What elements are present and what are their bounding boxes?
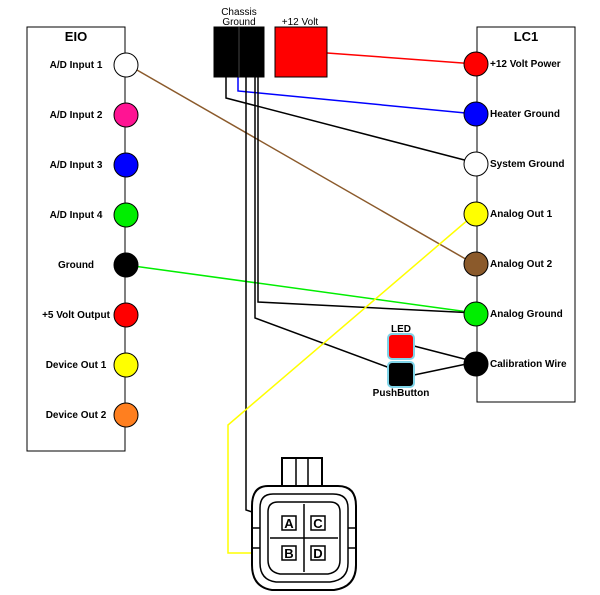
eio-pin-label-ground: Ground	[58, 260, 94, 271]
connector-pin-d: D	[313, 546, 322, 561]
connector-pin-c: C	[313, 516, 323, 531]
lc1-pin-heater-ground	[463, 101, 489, 127]
eio-pin-ground	[113, 252, 139, 278]
eio-box	[26, 26, 126, 452]
connector-pin-b: B	[284, 546, 293, 561]
volt-label: +12 Volt	[282, 17, 319, 28]
eio-block: EIO A/D Input 1 A/D Input 2 A/D Input 3 A/D…	[26, 26, 139, 452]
lc1-pin-analog-ground	[463, 301, 489, 327]
eio-pin-device-out-1	[113, 352, 139, 378]
eio-pin-label-a-d-input-3: A/D Input 3	[50, 160, 103, 171]
lc1-pin-analog-out-1	[463, 201, 489, 227]
wire-green	[125, 264, 477, 314]
wire-black-pushbutton	[254, 77, 391, 369]
pushbutton[interactable]	[387, 361, 415, 388]
lc1-pin-label-heater-ground: Heater Ground	[490, 109, 560, 120]
wire-black-system-ground	[225, 77, 477, 164]
connector-latch	[281, 457, 323, 489]
connector-pins: A C B D	[281, 515, 326, 561]
eio-pin-label-device-out-2: Device Out 2	[46, 410, 107, 421]
eio-pin-a-d-input-3	[113, 152, 139, 178]
eio-pin-5-volt-output	[113, 302, 139, 328]
lc1-pin-label-analog-ground: Analog Ground	[490, 309, 563, 320]
lc1-pin-label-calibration-wire: Calibration Wire	[490, 359, 567, 370]
lc1-pin-label-system-ground: System Ground	[490, 159, 564, 170]
pushbutton-label: PushButton	[373, 388, 430, 399]
eio-pin-a-d-input-4	[113, 202, 139, 228]
wire-blue	[237, 77, 477, 115]
wire-red	[326, 52, 477, 65]
lc1-pin-label-analog-out-1: Analog Out 1	[490, 209, 553, 220]
connector-pin-d-socket	[310, 545, 326, 561]
connector-pin-a-socket	[281, 515, 297, 531]
eio-pin-label-a-d-input-2: A/D Input 2	[50, 110, 103, 121]
eio-pin-a-d-input-2	[113, 102, 139, 128]
lc1-pin-system-ground	[463, 151, 489, 177]
connector-pin-b-socket	[281, 545, 297, 561]
eio-pin-device-out-2	[113, 402, 139, 428]
lc1-title: LC1	[514, 29, 539, 44]
connector-pin-a: A	[284, 516, 294, 531]
chassis-label-line2: Ground	[222, 17, 255, 28]
connector-face	[267, 501, 341, 575]
lc1-pin-label-12-volt-power: +12 Volt Power	[490, 59, 561, 70]
eio-pin-label-5-volt-output: +5 Volt Output	[42, 310, 111, 321]
connector-inner-ring	[259, 493, 349, 583]
eio-pin-label-a-d-input-4: A/D Input 4	[50, 210, 103, 221]
connector	[251, 457, 357, 591]
power-block: Chassis Ground +12 Volt	[213, 7, 328, 78]
led-indicator	[387, 333, 415, 360]
connector-pin-c-socket	[310, 515, 326, 531]
eio-pin-label-a-d-input-1: A/D Input 1	[50, 60, 103, 71]
eio-pin-a-d-input-1	[113, 52, 139, 78]
chassis-label-line1: Chassis	[221, 7, 257, 18]
wire-brown	[129, 65, 477, 266]
eio-title: EIO	[65, 29, 87, 44]
switch-block: LED PushButton	[373, 324, 430, 399]
eio-pin-label-device-out-1: Device Out 1	[46, 360, 107, 371]
lc1-pin-calibration-wire	[463, 351, 489, 377]
led-label: LED	[391, 324, 411, 335]
wires	[125, 52, 477, 554]
lc1-pin-12-volt-power	[463, 51, 489, 77]
lc1-box	[476, 26, 576, 403]
lc1-pin-label-analog-out-2: Analog Out 2	[490, 259, 553, 270]
wire-black-analog-ground	[257, 77, 477, 314]
plus-12-volt-block	[274, 26, 328, 78]
lc1-pin-analog-out-2	[463, 251, 489, 277]
